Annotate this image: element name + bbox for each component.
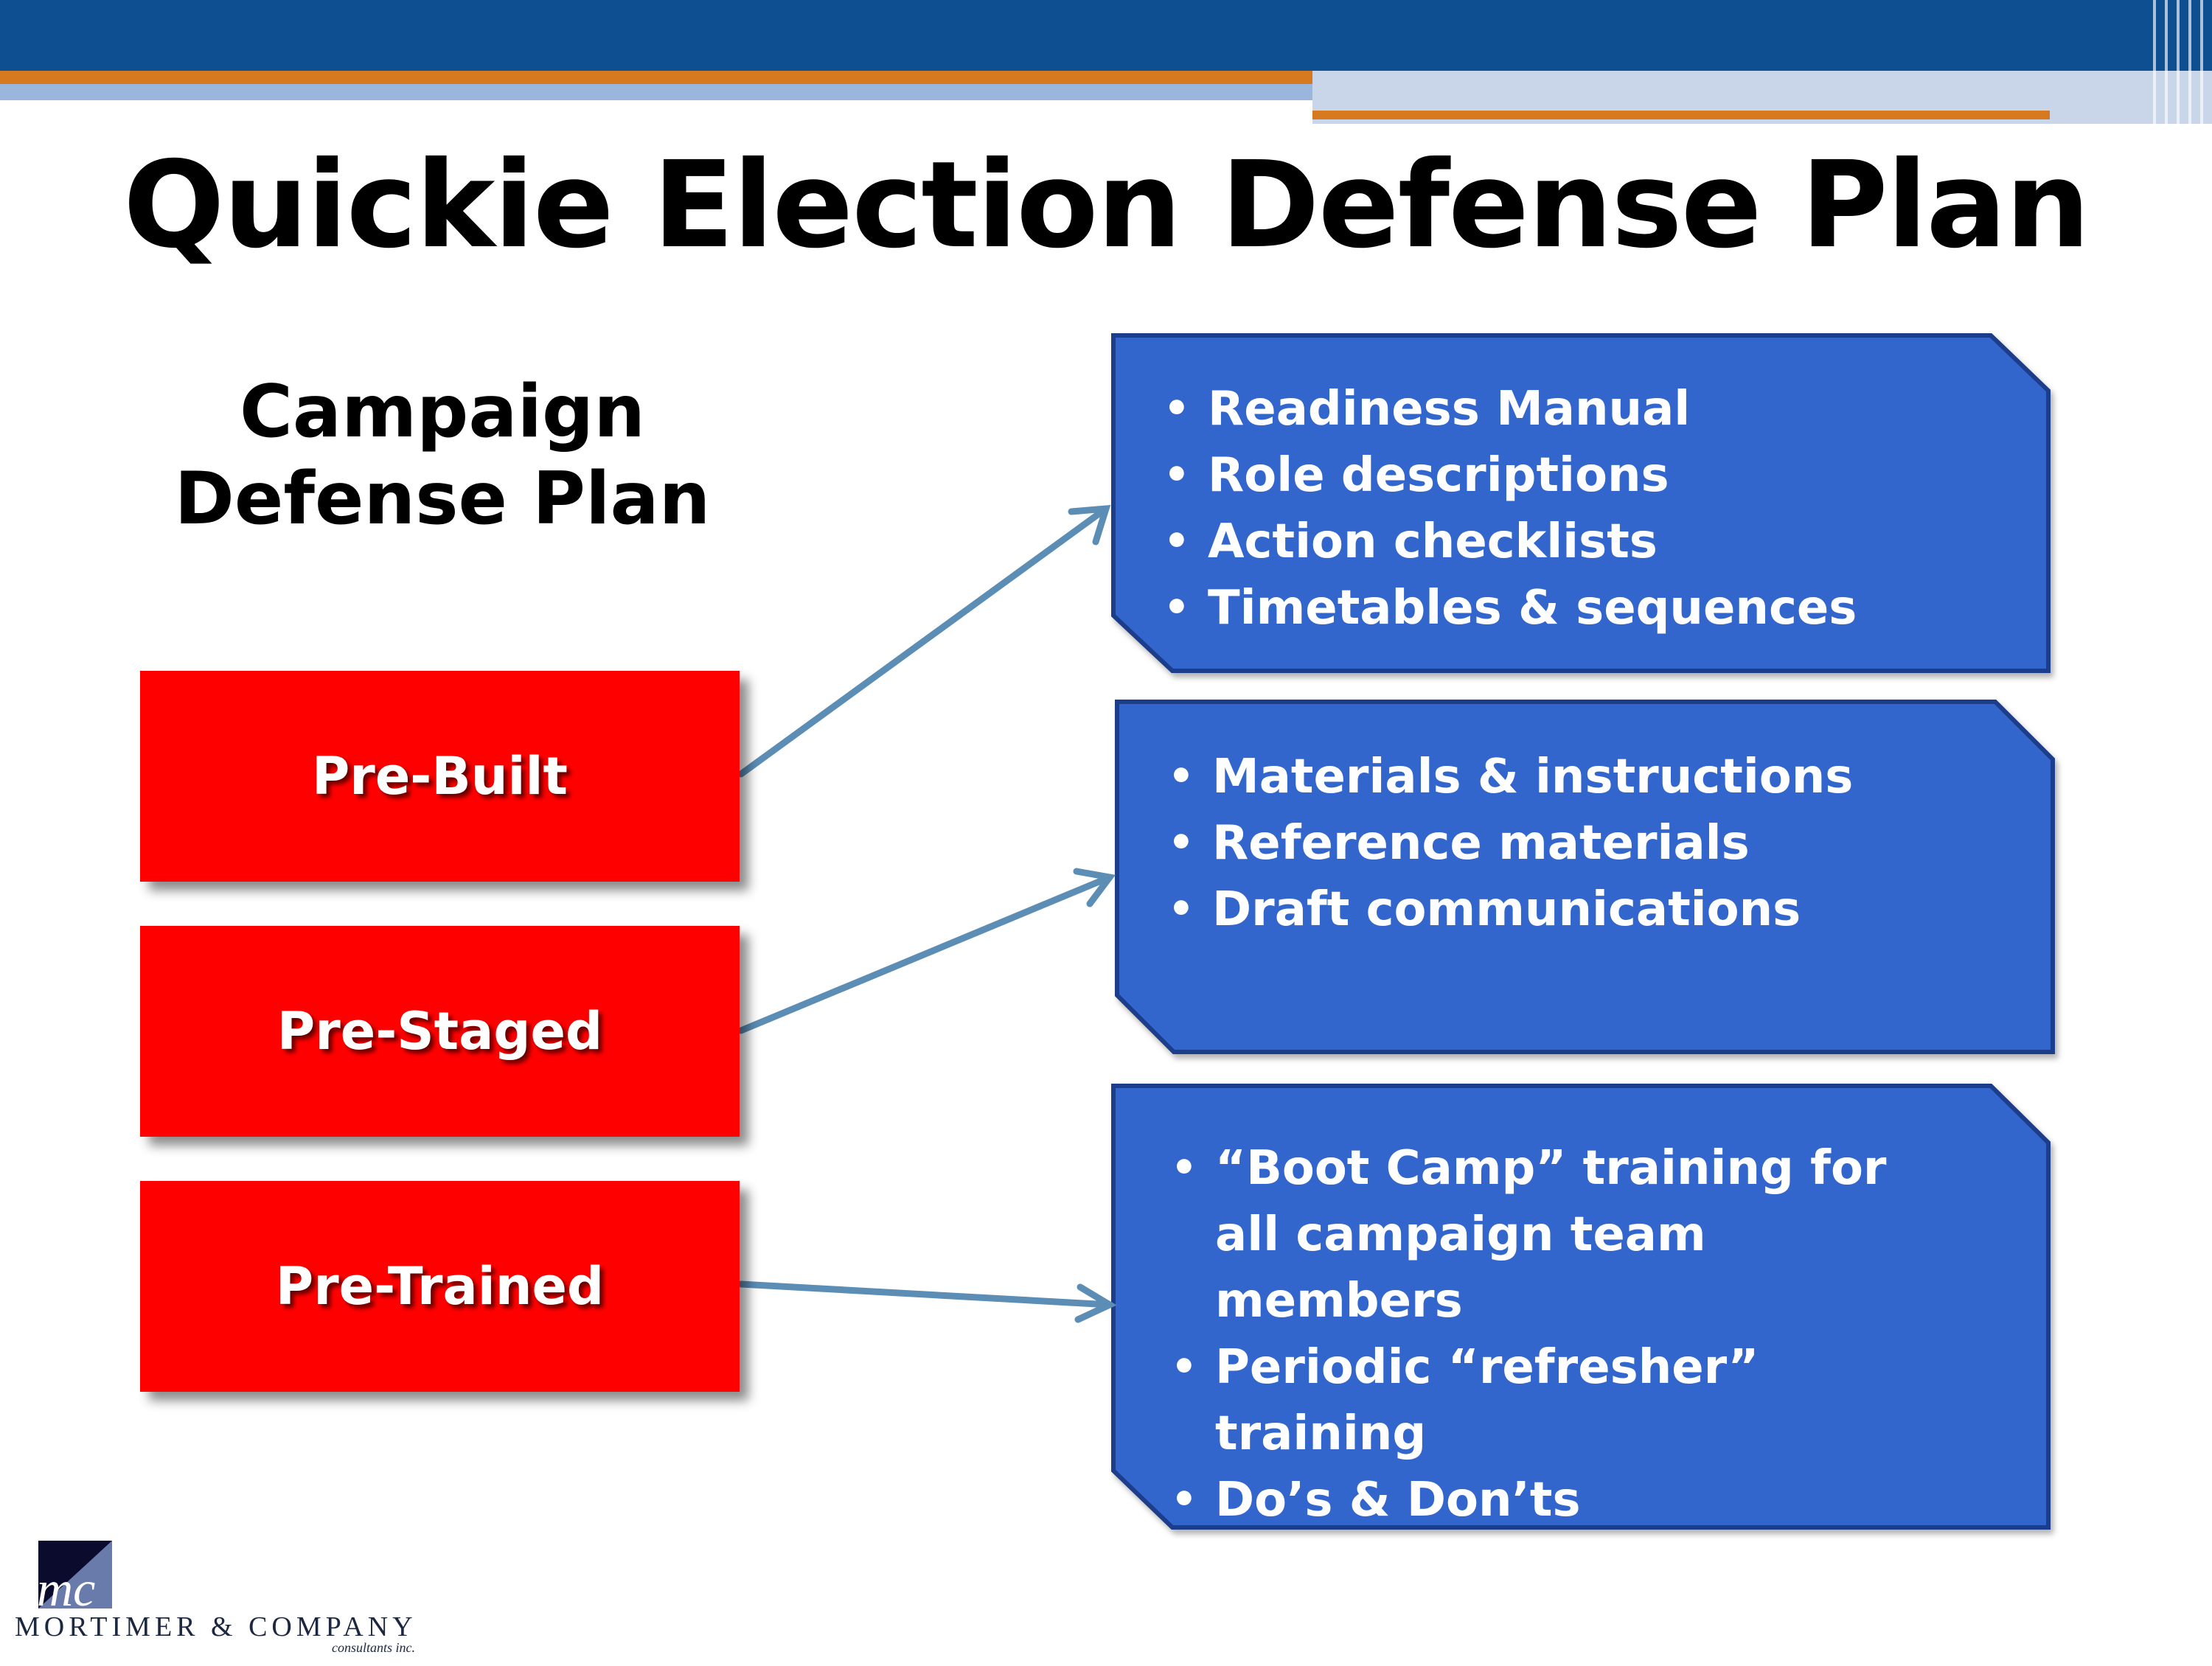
- plan-subtitle: Campaign Defense Plan: [174, 370, 711, 541]
- detail-item: Reference materials: [1168, 810, 2016, 876]
- header-right-orange-stripe: [1312, 111, 2050, 119]
- logo-tagline: consultants inc.: [332, 1640, 415, 1655]
- detail-item: Timetables & sequences: [1164, 575, 2011, 641]
- header-stripe: [2165, 0, 2168, 124]
- header-stripe: [2200, 0, 2203, 124]
- stage-label: Pre-Built: [312, 746, 568, 806]
- detail-item: Do’s & Don’ts: [1171, 1467, 1908, 1533]
- header-lightblue-stripe: [0, 84, 1312, 100]
- detail-item: Periodic “refresher” training: [1171, 1334, 1908, 1467]
- header-band: [0, 0, 2212, 71]
- detail-item: Recognizing covert organizing: [1171, 1533, 1908, 1666]
- detail-item: Role descriptions: [1164, 442, 2011, 509]
- stage-label: Pre-Staged: [276, 1001, 603, 1062]
- stage-label: Pre-Trained: [275, 1256, 605, 1317]
- slide-title: Quickie Election Defense Plan: [123, 136, 2090, 275]
- stage-box-pre-staged: Pre-Staged: [140, 926, 740, 1137]
- detail-item: Readiness Manual: [1164, 376, 2011, 442]
- detail-list-pre-trained: “Boot Camp” training for all campaign te…: [1171, 1135, 1908, 1666]
- detail-item: Materials & instructions: [1168, 744, 2016, 810]
- logo-monogram: mc: [37, 1561, 95, 1617]
- stage-box-pre-trained: Pre-Trained: [140, 1181, 740, 1392]
- connector-arrow: [737, 504, 1111, 778]
- detail-item: Action checklists: [1164, 509, 2011, 575]
- header-stripe: [2153, 0, 2156, 124]
- detail-list-pre-built: Readiness Manual Role descriptions Actio…: [1164, 376, 2011, 641]
- detail-item: “Boot Camp” training for all campaign te…: [1171, 1135, 1908, 1334]
- header-orange-stripe: [0, 71, 1312, 84]
- header-stripe: [2177, 0, 2180, 124]
- company-logo: mc: [37, 1541, 112, 1617]
- connector-arrow: [737, 1280, 1117, 1323]
- detail-list-pre-staged: Materials & instructions Reference mater…: [1168, 744, 2016, 943]
- detail-item: Draft communications: [1168, 876, 2016, 943]
- stage-box-pre-built: Pre-Built: [140, 671, 740, 882]
- logo-company-name: MORTIMER & COMPANY: [15, 1611, 417, 1642]
- header-stripe: [2188, 0, 2191, 124]
- connector-arrow: [737, 868, 1116, 1034]
